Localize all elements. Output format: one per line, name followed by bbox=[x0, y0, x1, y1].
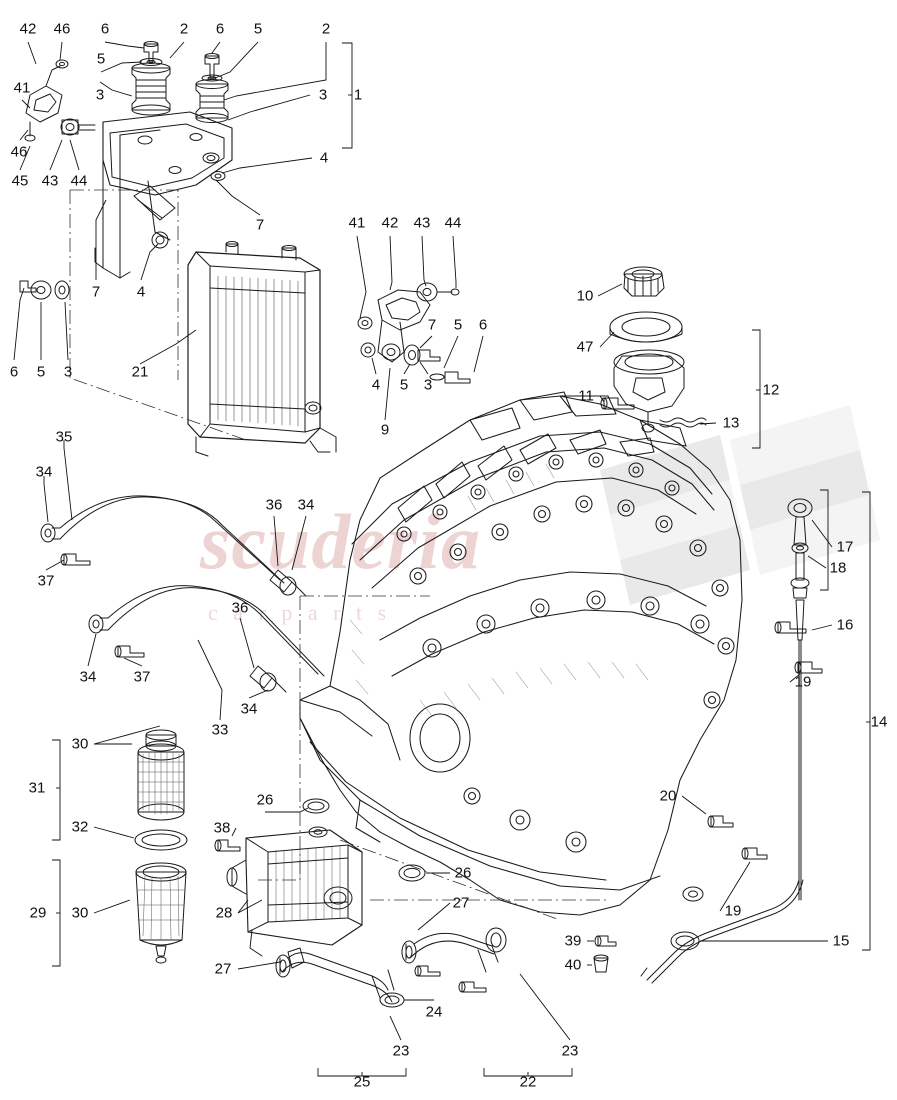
callout-39: 39 bbox=[564, 932, 582, 950]
callout-34: 34 bbox=[240, 700, 258, 718]
callout-6: 6 bbox=[478, 316, 488, 334]
callout-2: 2 bbox=[179, 20, 189, 38]
callout-19: 19 bbox=[724, 902, 742, 920]
callout-35: 35 bbox=[55, 428, 73, 446]
callout-4: 4 bbox=[319, 149, 329, 167]
callout-12: 12 bbox=[762, 381, 780, 399]
callout-41: 41 bbox=[348, 214, 366, 232]
callout-40: 40 bbox=[564, 956, 582, 974]
callout-31: 31 bbox=[28, 779, 46, 797]
callout-44: 44 bbox=[70, 172, 88, 190]
callout-43: 43 bbox=[413, 214, 431, 232]
callout-7: 7 bbox=[255, 216, 265, 234]
callout-30: 30 bbox=[71, 735, 89, 753]
callout-7: 7 bbox=[427, 316, 437, 334]
callout-16: 16 bbox=[836, 616, 854, 634]
callout-20: 20 bbox=[659, 787, 677, 805]
callout-1: 1 bbox=[353, 86, 363, 104]
callout-9: 9 bbox=[380, 421, 390, 439]
callout-38: 38 bbox=[213, 819, 231, 837]
callout-34: 34 bbox=[35, 463, 53, 481]
callout-45: 45 bbox=[11, 172, 29, 190]
callout-5: 5 bbox=[36, 363, 46, 381]
callout-47: 47 bbox=[576, 338, 594, 356]
callout-27: 27 bbox=[452, 894, 470, 912]
callout-42: 42 bbox=[381, 214, 399, 232]
callout-26: 26 bbox=[256, 791, 274, 809]
callout-19: 19 bbox=[794, 673, 812, 691]
callout-11: 11 bbox=[578, 387, 594, 405]
callout-42: 42 bbox=[19, 20, 37, 38]
callout-28: 28 bbox=[215, 904, 233, 922]
callout-4: 4 bbox=[136, 283, 146, 301]
callout-22: 22 bbox=[519, 1073, 537, 1091]
callout-5: 5 bbox=[399, 376, 409, 394]
callout-18: 18 bbox=[829, 559, 847, 577]
callout-6: 6 bbox=[100, 20, 110, 38]
callout-36: 36 bbox=[231, 599, 249, 617]
callout-36: 36 bbox=[265, 496, 283, 514]
callout-23: 23 bbox=[392, 1042, 410, 1060]
callout-27: 27 bbox=[214, 960, 232, 978]
callout-29: 29 bbox=[29, 904, 47, 922]
callout-5: 5 bbox=[453, 316, 463, 334]
callout-37: 37 bbox=[37, 572, 55, 590]
callout-33: 33 bbox=[211, 721, 229, 739]
callout-15: 15 bbox=[832, 932, 850, 950]
callout-7: 7 bbox=[91, 283, 101, 301]
callout-6: 6 bbox=[9, 363, 19, 381]
callout-3: 3 bbox=[95, 86, 105, 104]
callout-14: 14 bbox=[870, 713, 888, 731]
callout-21: 21 bbox=[131, 363, 149, 381]
callout-25: 25 bbox=[353, 1073, 371, 1091]
callout-32: 32 bbox=[71, 818, 89, 836]
callout-17: 17 bbox=[836, 538, 854, 556]
callout-5: 5 bbox=[253, 20, 263, 38]
callout-23: 23 bbox=[561, 1042, 579, 1060]
callout-10: 10 bbox=[576, 287, 594, 305]
callout-26: 26 bbox=[454, 864, 472, 882]
callout-43: 43 bbox=[41, 172, 59, 190]
callout-5: 5 bbox=[96, 50, 106, 68]
callout-34: 34 bbox=[79, 668, 97, 686]
callout-6: 6 bbox=[215, 20, 225, 38]
callout-37: 37 bbox=[133, 668, 151, 686]
callout-46: 46 bbox=[10, 143, 28, 161]
callout-3: 3 bbox=[318, 86, 328, 104]
callout-2: 2 bbox=[321, 20, 331, 38]
callout-13: 13 bbox=[722, 414, 740, 432]
callout-44: 44 bbox=[444, 214, 462, 232]
callout-4: 4 bbox=[371, 376, 381, 394]
callout-3: 3 bbox=[423, 376, 433, 394]
callout-34: 34 bbox=[297, 496, 315, 514]
callout-24: 24 bbox=[425, 1003, 443, 1021]
callout-3: 3 bbox=[63, 363, 73, 381]
callout-41: 41 bbox=[13, 79, 31, 97]
callout-30: 30 bbox=[71, 904, 89, 922]
callout-46: 46 bbox=[53, 20, 71, 38]
